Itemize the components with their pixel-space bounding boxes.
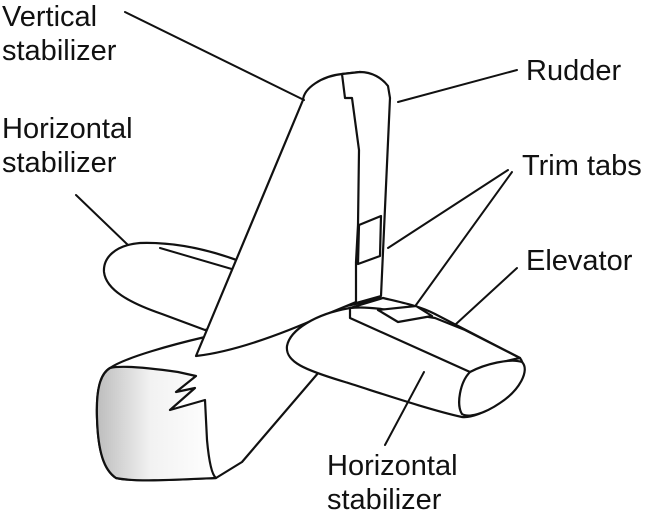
label-trim-tabs: Trim tabs [522,150,642,182]
left-horizontal-stabilizer [102,241,244,332]
label-horizontal-stabilizer-left-line1: Horizontal [2,113,133,145]
label-horizontal-stabilizer-bottom: Horizontal stabilizer [327,449,458,517]
leader-trim-tabs-elevator [415,171,513,306]
label-vertical-stabilizer-line2: stabilizer [2,35,117,67]
label-horizontal-stabilizer-left: Horizontal stabilizer [2,112,133,180]
fuselage-cut-face [95,365,218,482]
leader-rudder [397,69,518,103]
label-horizontal-stabilizer-bottom-line1: Horizontal [327,450,458,482]
label-vertical-stabilizer-line1: Vertical [2,1,98,33]
fin-root-line [355,297,381,304]
left-elevator-hinge-line [159,247,243,273]
leader-horizontal-stabilizer-left [75,194,129,246]
leader-trim-tabs-rudder [387,169,509,249]
stabilizer-tip-section [458,359,526,417]
label-horizontal-stabilizer-left-line2: stabilizer [2,147,117,179]
label-rudder: Rudder [526,55,622,87]
leader-elevator [455,267,518,325]
label-horizontal-stabilizer-bottom-line2: stabilizer [327,484,442,516]
label-elevator: Elevator [526,245,633,277]
leader-horizontal-stabilizer-bottom [384,371,425,446]
elevator-trim-tab [376,304,434,324]
label-vertical-stabilizer: Vertical stabilizer [2,0,116,68]
leader-vertical-stabilizer [124,11,305,101]
rudder-trim-tab [356,214,383,266]
